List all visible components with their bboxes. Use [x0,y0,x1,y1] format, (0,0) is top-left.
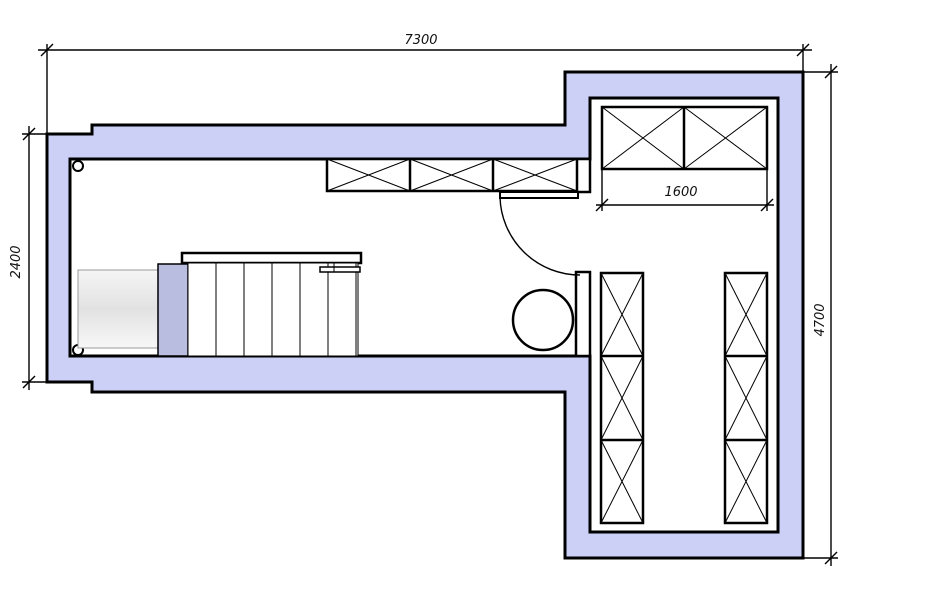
bathtub-edge [157,263,189,357]
wardrobe-top [600,105,769,171]
dimension-right-height [803,64,838,566]
upper-cabinets [325,157,579,193]
door-post-bottom [574,270,592,358]
corner-marker-top [72,160,84,172]
column-round [511,288,575,352]
bathtub [77,269,159,349]
dimension-closet-width [595,169,774,212]
dimension-total-width-label: 7300 [404,33,437,48]
staircase [180,251,363,357]
dimension-right-height-label: 4700 [813,303,828,336]
dimension-left-height-label: 2400 [9,245,24,278]
wardrobe-right-column [723,271,769,525]
door-swing [499,196,581,276]
dimension-left-height [22,126,47,390]
wardrobe-left-column [599,271,645,525]
dimension-total-width [38,43,812,134]
dimension-closet-width-label: 1600 [664,185,697,200]
door-leaf [499,191,579,199]
